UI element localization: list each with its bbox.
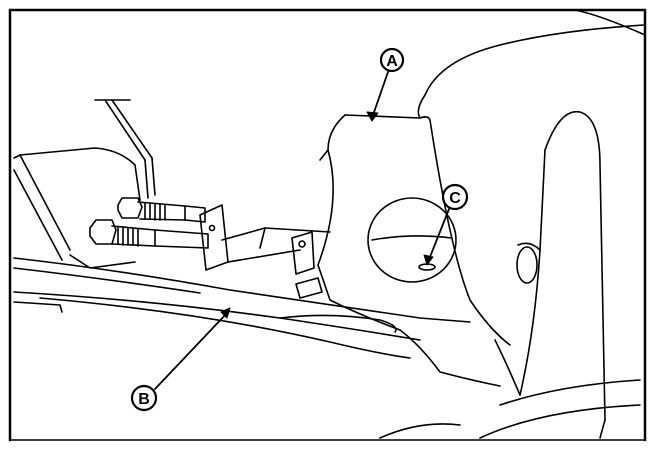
callout-a-label: A (386, 53, 398, 70)
callout-c-label: C (449, 190, 461, 207)
callout-b: B (130, 307, 231, 412)
mounting-bracket (199, 204, 331, 299)
frame-rail (13, 257, 471, 359)
callout-a: A (366, 47, 405, 122)
upper-bolt (117, 197, 206, 223)
right-post (379, 110, 641, 439)
frame-lines (8, 8, 647, 442)
lower-bolt (89, 219, 209, 249)
right-arch-housing (417, 9, 646, 396)
left-housing-panel (13, 99, 156, 269)
callout-b-label: B (138, 391, 150, 408)
callout-c: C (423, 183, 469, 266)
